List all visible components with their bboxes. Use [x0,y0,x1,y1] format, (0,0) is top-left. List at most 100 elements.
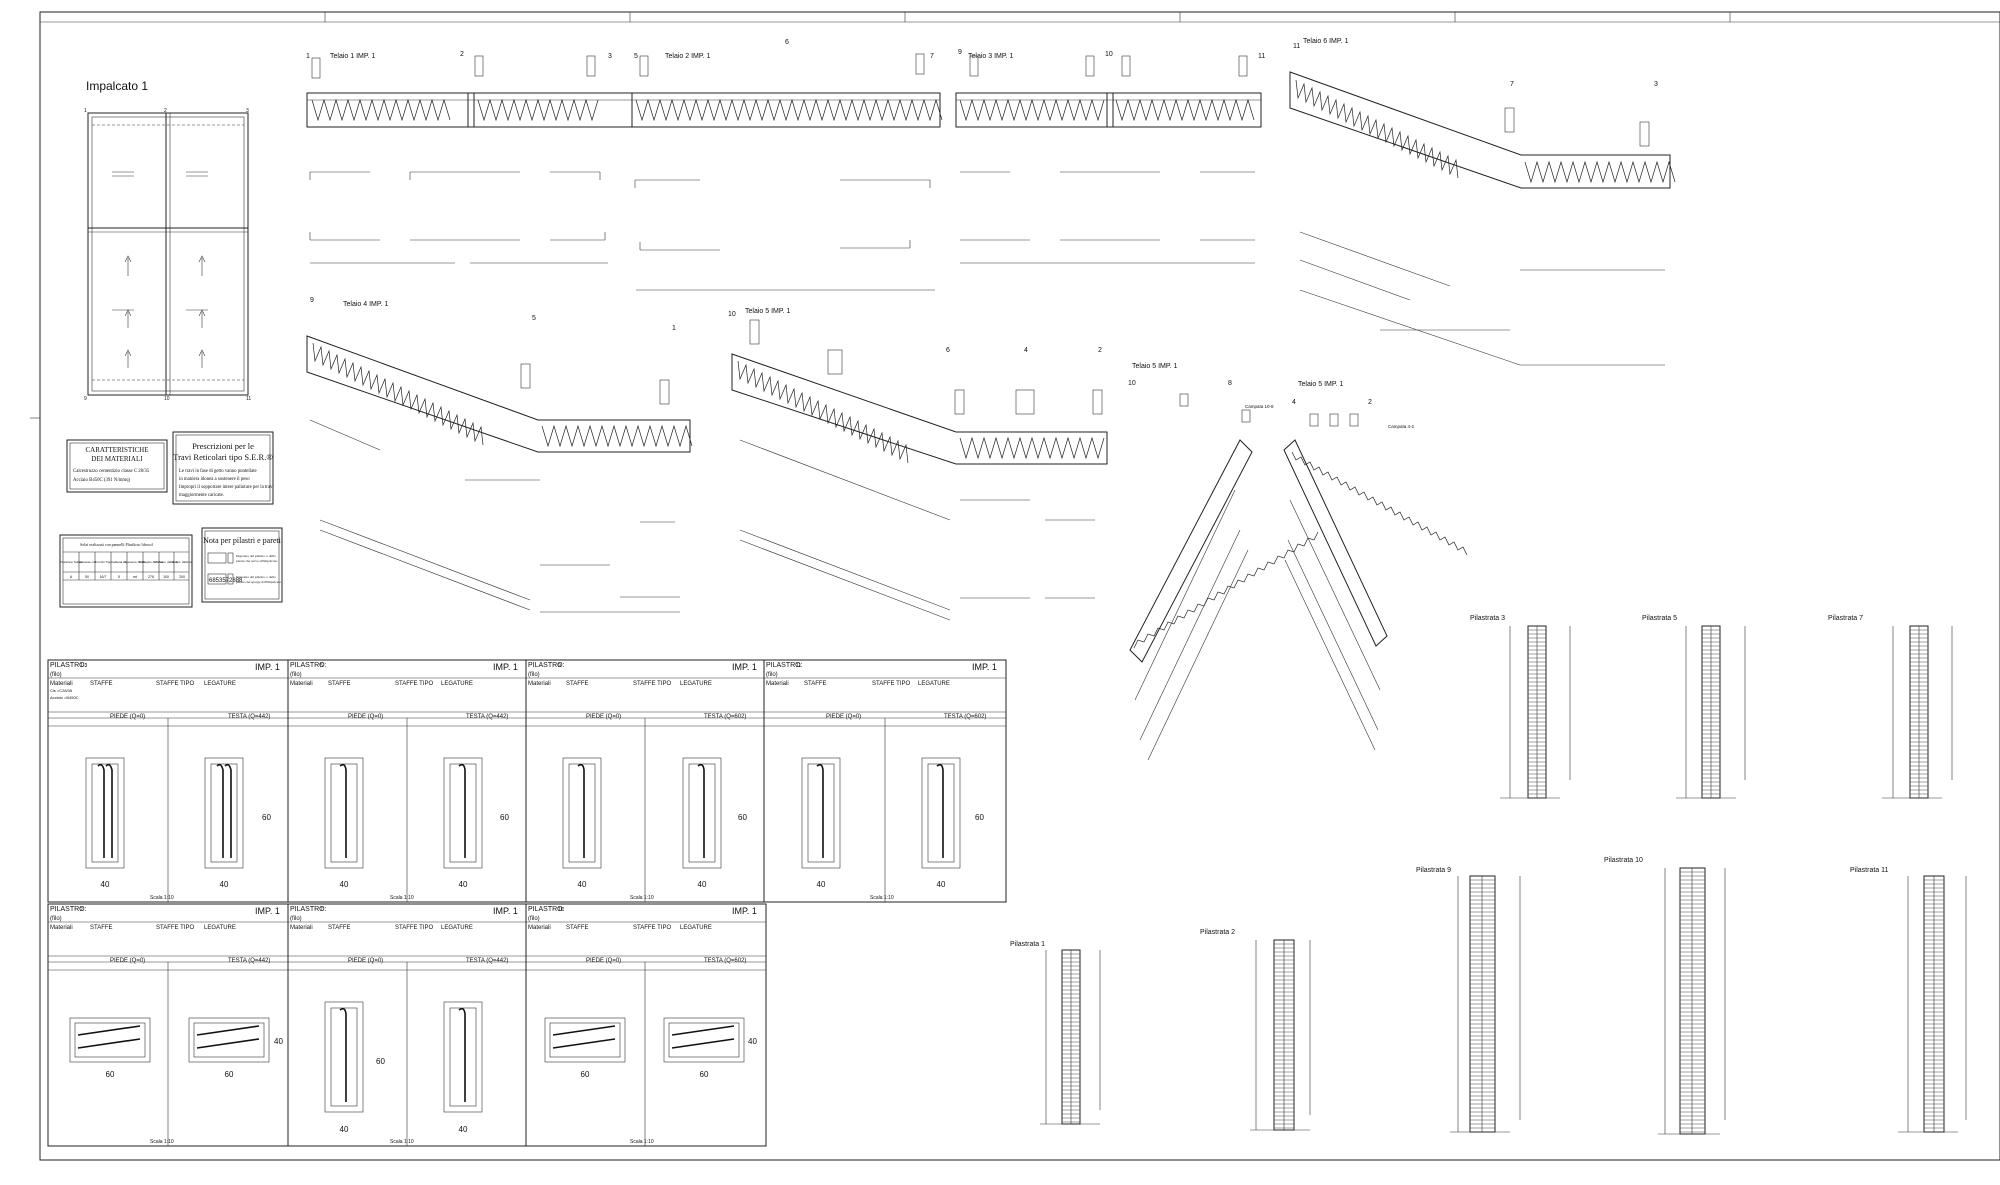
svg-text:(filo): (filo) [50,916,62,922]
telaio-5-sections: Telaio 5 IMP. 1 Telaio 5 IMP. 1 10 8 4 2… [1128,363,1468,761]
svg-text:Pilastrata 2: Pilastrata 2 [1200,929,1235,936]
svg-text:Telaio 1 IMP. 1: Telaio 1 IMP. 1 [330,53,376,60]
svg-text:7: 7 [930,53,934,60]
svg-text:60: 60 [500,813,509,822]
svg-text:Materiali: Materiali [766,681,789,687]
svg-text:Cls =C28/35: Cls =C28/35 [50,688,73,693]
hatching [1062,629,1944,1133]
svg-text:60: 60 [262,813,271,822]
svg-text:STAFFE TIPO: STAFFE TIPO [156,925,194,931]
svg-text:40: 40 [340,880,349,889]
svg-text:Scala 1:10: Scala 1:10 [390,895,414,901]
svg-text:10: 10 [728,311,736,318]
svg-text:PIEDE (Q=0): PIEDE (Q=0) [586,714,621,720]
svg-text:IMP. 1: IMP. 1 [732,662,757,672]
svg-text:6853572888: 6853572888 [209,578,243,584]
svg-text:(filo): (filo) [528,672,540,678]
svg-text:PIEDE (Q=0): PIEDE (Q=0) [110,958,145,964]
svg-text:Posizione Solaio: Posizione Solaio [60,560,83,564]
svg-text:Telaio 5 IMP. 1: Telaio 5 IMP. 1 [745,308,791,315]
svg-text:TESTA (Q=602): TESTA (Q=602) [704,958,746,964]
svg-text:Materiali: Materiali [290,681,313,687]
sheet-frame [39,11,2000,1161]
svg-text:Impronta del pilastro o della: Impronta del pilastro o della [236,575,276,579]
svg-text:Scala 1:10: Scala 1:10 [630,895,654,901]
svg-text:Scala 1:10: Scala 1:10 [870,895,894,901]
svg-text:Scala 1:10: Scala 1:10 [630,1139,654,1145]
svg-text:STAFFE: STAFFE [328,681,351,687]
svg-text:LEGATURE: LEGATURE [204,925,236,931]
svg-text:Impropri il sopportare intere: Impropri il sopportare intere palinture … [179,485,274,490]
svg-text:11: 11 [246,396,251,402]
svg-text:STAFFE: STAFFE [90,925,113,931]
svg-text:6: 6 [785,39,789,46]
svg-text:40: 40 [459,1125,468,1134]
svg-text:PIEDE (Q=0): PIEDE (Q=0) [826,714,861,720]
svg-text:N. Acc. daN/mq: N. Acc. daN/mq [172,560,193,564]
svg-text:40: 40 [578,880,587,889]
svg-text:Materiali: Materiali [528,925,551,931]
svg-text:1: 1 [306,53,310,60]
svg-text:60: 60 [581,1070,590,1079]
svg-text:2: 2 [1098,347,1102,354]
svg-text:2: 2 [164,108,167,114]
svg-text:Telaio 5 IMP. 1: Telaio 5 IMP. 1 [1132,363,1178,370]
svg-text:STAFFE TIPO: STAFFE TIPO [156,681,194,687]
svg-text:9: 9 [310,297,314,304]
svg-text:parete che sporge dall'impalca: parete che sporge dall'impalcato [236,580,281,584]
solai-table: Solai realizzati con pannelli Pluriltrac… [59,534,193,608]
svg-text:Telaio 5 IMP. 1: Telaio 5 IMP. 1 [1298,381,1344,388]
svg-text:6: 6 [946,347,950,354]
svg-text:40: 40 [698,880,707,889]
svg-text:PIEDE (Q=0): PIEDE (Q=0) [348,958,383,964]
svg-text:Pilastrata 5: Pilastrata 5 [1642,615,1677,622]
svg-text:40: 40 [459,880,468,889]
svg-text:10: 10 [558,907,564,913]
svg-text:5: 5 [118,575,120,579]
svg-text:Telaio 4 IMP. 1: Telaio 4 IMP. 1 [343,301,389,308]
pilastri-row-1: PILASTRO: 1-3 IMP. 1 (filo) Materiali Cl… [47,659,1007,903]
svg-text:Prescrizioni per le: Prescrizioni per le [192,441,254,451]
svg-text:PILASTRO:: PILASTRO: [528,662,565,669]
svg-text:A: A [70,575,73,579]
svg-text:8: 8 [1228,380,1232,387]
svg-text:PIEDE (Q=0): PIEDE (Q=0) [586,958,621,964]
svg-text:IMP. 1: IMP. 1 [255,906,280,916]
svg-text:Pilastrata 7: Pilastrata 7 [1828,615,1863,622]
svg-text:TESTA (Q=442): TESTA (Q=442) [466,958,508,964]
svg-text:STAFFE: STAFFE [566,681,589,687]
svg-text:Travi Reticolari tipo S.E.R.®: Travi Reticolari tipo S.E.R.® [173,452,273,462]
svg-text:LEGATURE: LEGATURE [680,681,712,687]
svg-text:9: 9 [558,663,561,669]
svg-text:Calcestruzzo cementizio classe: Calcestruzzo cementizio classe C 28/35 [73,469,150,474]
svg-text:Caldana cm: Caldana cm [111,560,128,564]
svg-text:Telaio 2 IMP. 1: Telaio 2 IMP. 1 [665,53,711,60]
svg-text:LEGATURE: LEGATURE [441,681,473,687]
svg-text:7: 7 [1510,81,1514,88]
svg-text:TESTA (Q=442): TESTA (Q=442) [228,714,270,720]
svg-text:STAFFE: STAFFE [328,925,351,931]
svg-text:40: 40 [220,880,229,889]
svg-text:TESTA (Q=602): TESTA (Q=602) [704,714,746,720]
svg-text:5: 5 [320,663,323,669]
svg-text:(filo): (filo) [290,916,302,922]
svg-text:STAFFE: STAFFE [90,681,113,687]
svg-text:Nota per pilastri e pareti: Nota per pilastri e pareti [203,536,282,545]
svg-text:7: 7 [320,907,323,913]
telaio-4: Telaio 4 IMP. 1 9 5 1 [306,297,693,613]
svg-text:N. Perm. daN/mq: N. Perm. daN/mq [154,560,178,564]
svg-text:(filo): (filo) [766,672,778,678]
svg-text:CARATTERISTICHE: CARATTERISTICHE [86,446,149,454]
svg-text:2: 2 [460,51,464,58]
svg-text:60: 60 [975,813,984,822]
svg-text:LEGATURE: LEGATURE [680,925,712,931]
svg-text:5: 5 [634,53,638,60]
svg-text:IMP. 1: IMP. 1 [732,906,757,916]
svg-text:4: 4 [1292,399,1296,406]
svg-text:5: 5 [532,315,536,322]
svg-text:Telaio 3 IMP. 1: Telaio 3 IMP. 1 [968,53,1014,60]
svg-text:PIEDE (Q=0): PIEDE (Q=0) [110,714,145,720]
svg-text:STAFFE TIPO: STAFFE TIPO [395,925,433,931]
svg-text:Acciaio =B450C: Acciaio =B450C [50,695,79,700]
